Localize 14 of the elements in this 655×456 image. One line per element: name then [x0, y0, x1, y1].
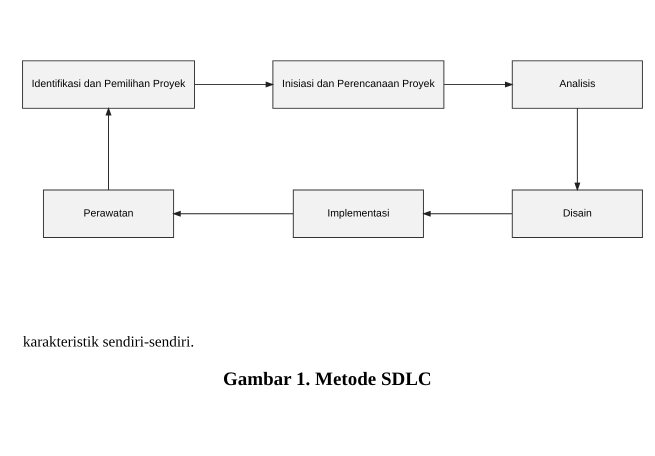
arrow: [422, 210, 512, 217]
node-box: Identifikasi dan Pemilihan Proyek: [22, 60, 195, 109]
node-box: Analisis: [512, 60, 643, 109]
caption: Gambar 1. Metode SDLC: [223, 368, 432, 390]
arrow: [194, 82, 274, 88]
node-box: Implementasi: [292, 190, 424, 238]
node-box: Disain: [512, 190, 643, 238]
arrow: [574, 108, 580, 192]
node-box: Inisiasi dan Perencanaan Proyek: [272, 60, 444, 109]
node-box: Perawatan: [42, 190, 174, 238]
arrow: [444, 82, 514, 88]
label: karakteristik sendiri-sendiri.: [22, 334, 194, 351]
arrow: [172, 210, 294, 217]
arrow: [106, 106, 112, 190]
